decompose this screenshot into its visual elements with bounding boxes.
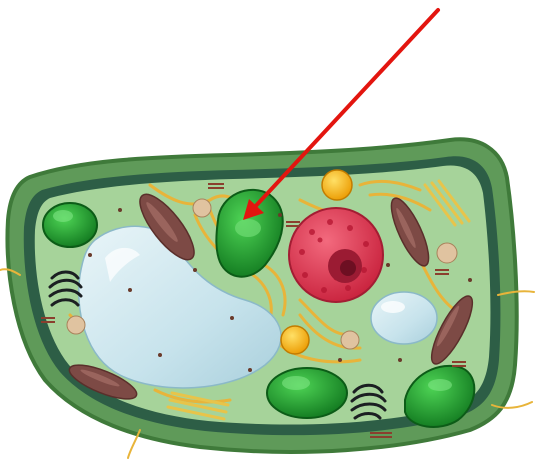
chloroplast-top-left	[43, 203, 97, 247]
vesicle-large	[371, 292, 437, 344]
vesicle-highlight	[381, 301, 405, 313]
nucleolus-core	[340, 260, 356, 276]
chloroplast-bottom-center	[267, 368, 347, 418]
